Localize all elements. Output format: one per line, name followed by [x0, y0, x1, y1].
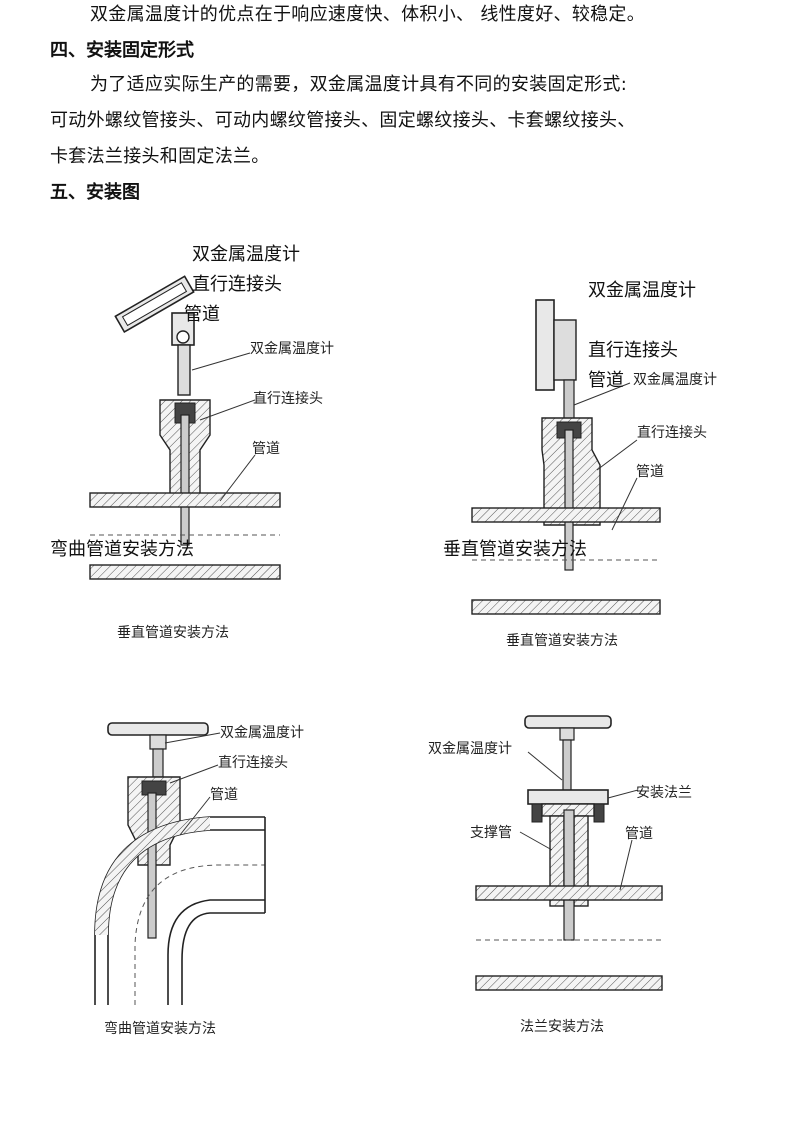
fig4-caption: 法兰安装方法: [520, 1019, 604, 1035]
fig2-label-pipe: 管道: [636, 464, 664, 480]
figure2-diagram: [471, 299, 661, 615]
fig2-label-thermometer: 双金属温度计: [633, 372, 717, 388]
fig3-label-pipe: 管道: [210, 787, 238, 803]
fig4-label-thermometer: 双金属温度计: [428, 741, 512, 757]
intro-line: 双金属温度计的优点在于响应速度快、体积小、 线性度好、较稳定。: [90, 4, 646, 25]
fig3-label-connector: 直行连接头: [218, 755, 288, 771]
section4-paragraph-line2: 可动外螺纹管接头、可动内螺纹管接头、固定螺纹接头、卡套螺纹接头、: [50, 110, 636, 131]
section4-heading: 四、安装固定形式: [50, 40, 194, 61]
fig1-label-pipe: 管道: [252, 441, 280, 457]
fig2-overlay-method: 垂直管道安装方法: [443, 539, 587, 560]
figure4-diagram: [475, 715, 663, 991]
section5-heading: 五、安装图: [50, 182, 140, 203]
fig1-caption: 垂直管道安装方法: [117, 625, 229, 641]
fig2-caption: 垂直管道安装方法: [506, 633, 618, 649]
fig3-label-thermometer: 双金属温度计: [220, 725, 304, 741]
fig4-label-flange: 安装法兰: [636, 785, 692, 801]
fig1-overlay-method: 弯曲管道安装方法: [50, 539, 194, 560]
fig1-overlay-connector: 直行连接头: [192, 274, 282, 295]
section4-paragraph-line3: 卡套法兰接头和固定法兰。: [50, 146, 270, 167]
fig4-label-pipe: 管道: [625, 826, 653, 842]
fig4-label-support: 支撑管: [470, 825, 512, 841]
figure3-diagram: [94, 722, 266, 1005]
fig2-overlay-thermometer: 双金属温度计: [588, 280, 696, 301]
fig3-caption: 弯曲管道安装方法: [104, 1021, 216, 1037]
section4-paragraph-line1: 为了适应实际生产的需要，双金属温度计具有不同的安装固定形式:: [90, 74, 628, 95]
fig1-overlay-pipe: 管道: [184, 304, 220, 325]
fig1-label-connector: 直行连接头: [253, 391, 323, 407]
fig2-overlay-pipe: 管道: [588, 370, 624, 391]
fig2-overlay-connector: 直行连接头: [588, 340, 678, 361]
fig1-overlay-thermometer: 双金属温度计: [192, 244, 300, 265]
fig2-label-connector: 直行连接头: [637, 425, 707, 441]
figure1-diagram: [89, 275, 281, 580]
fig1-label-thermometer: 双金属温度计: [250, 341, 334, 357]
